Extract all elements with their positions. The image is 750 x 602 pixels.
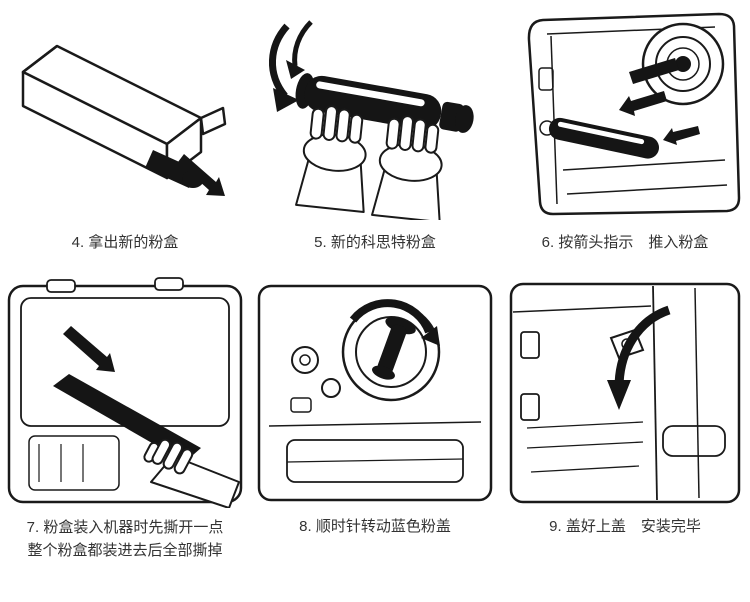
step5-caption: 5. 新的科思特粉盒 [314, 234, 436, 251]
step5-illustration [253, 8, 497, 220]
step9-illustration [503, 276, 747, 508]
step4-drawing [21, 44, 227, 196]
push-arrow-icon [619, 91, 667, 116]
step-panel-6: 6. 按箭头指示 推入粉盒 [500, 0, 750, 268]
clockwise-arrow-icon [349, 299, 440, 346]
pulling-hand [143, 438, 240, 508]
step-panel-9: 9. 盖好上盖 安装完毕 [500, 268, 750, 602]
step7-caption: 7. 粉盒装入机器时先撕开一点 整个粉盒都装进去后全部撕掉 [27, 516, 224, 563]
step8-caption: 8. 顺时针转动蓝色粉盖 [299, 518, 451, 535]
step9-caption: 9. 盖好上盖 安装完毕 [549, 518, 701, 535]
printer-interior-lines [268, 346, 482, 483]
tear-arrow-icon [63, 326, 115, 372]
step9-drawing [509, 282, 741, 504]
step-panel-7: 7. 粉盒装入机器时先撕开一点 整个粉盒都装进去后全部撕掉 [0, 268, 250, 602]
step-panel-5: 5. 新的科思特粉盒 [250, 0, 500, 268]
cap-knob [372, 317, 416, 380]
toner-cartridge [548, 117, 659, 159]
step5-drawing [269, 20, 474, 220]
pull-out-arrow-icon [178, 154, 225, 196]
toner-cap [341, 302, 441, 402]
step4-caption: 4. 拿出新的粉盒 [71, 234, 179, 251]
step8-illustration [253, 276, 497, 508]
step-panel-8: 8. 顺时针转动蓝色粉盖 [250, 268, 500, 602]
step7-drawing [7, 277, 243, 508]
push-arrow-small-icon [663, 126, 700, 145]
step7-illustration [3, 276, 247, 508]
cartridge-box [21, 44, 227, 180]
step4-illustration [3, 8, 247, 220]
step-panel-4: 4. 拿出新的粉盒 [0, 0, 250, 268]
step6-caption: 6. 按箭头指示 推入粉盒 [541, 234, 709, 251]
drive-gear [629, 22, 725, 106]
step7-caption-line1: 7. 粉盒装入机器时先撕开一点 [26, 519, 224, 536]
step6-drawing [527, 12, 741, 216]
step8-drawing [257, 284, 493, 502]
left-hand [295, 105, 367, 214]
close-arrow-icon [607, 305, 671, 410]
printer-cover-lines [512, 285, 726, 501]
rotation-arrow-icon [269, 20, 313, 112]
step6-illustration [503, 8, 747, 220]
step7-caption-line2: 整个粉盒都装进去后全部撕掉 [27, 542, 223, 560]
right-hand [371, 115, 443, 220]
